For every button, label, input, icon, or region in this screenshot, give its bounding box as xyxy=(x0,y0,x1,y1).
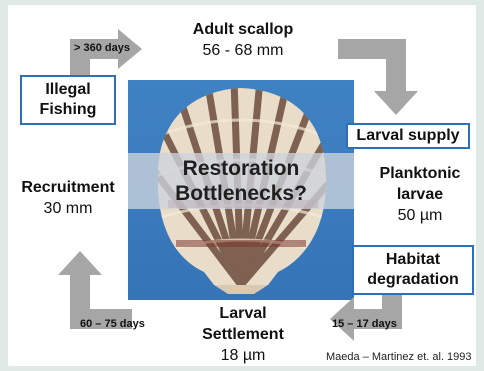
slide: Restoration Bottlenecks? > 360 days 60 –… xyxy=(8,5,476,366)
threat-habitat-line2: degradation xyxy=(367,270,459,290)
duration-top: > 360 days xyxy=(74,42,130,54)
arrow-top-right xyxy=(338,39,418,115)
threat-larval-supply-label: Larval supply xyxy=(356,126,459,146)
stage-adult-size: 56 - 68 mm xyxy=(158,40,328,61)
stage-recruitment: Recruitment 30 mm xyxy=(8,177,128,219)
threat-larval-supply: Larval supply xyxy=(346,123,470,149)
threat-habitat-line1: Habitat xyxy=(386,250,440,270)
stage-planktonic: Planktonic larvae 50 µm xyxy=(364,163,476,226)
stage-planktonic-line2: larvae xyxy=(364,184,476,205)
stage-settlement-line1: Larval xyxy=(168,303,318,324)
stage-adult-title: Adult scallop xyxy=(158,19,328,40)
duration-bottom-left: 60 – 75 days xyxy=(80,318,145,330)
threat-habitat-degradation: Habitat degradation xyxy=(352,245,474,295)
stage-recruitment-title: Recruitment xyxy=(8,177,128,198)
stage-recruitment-size: 30 mm xyxy=(8,198,128,219)
threat-illegal-line2: Fishing xyxy=(40,100,97,120)
threat-illegal-fishing: Illegal Fishing xyxy=(20,75,116,125)
duration-bottom-right: 15 – 17 days xyxy=(332,318,397,330)
stage-settlement-line2: Settlement xyxy=(168,324,318,345)
stage-planktonic-line1: Planktonic xyxy=(364,163,476,184)
stage-planktonic-size: 50 µm xyxy=(364,205,476,226)
stage-settlement-size: 18 µm xyxy=(168,345,318,366)
stage-settlement: Larval Settlement 18 µm xyxy=(168,303,318,366)
citation: Maeda – Martinez et. al. 1993 xyxy=(326,351,472,363)
arrow-bottom-right xyxy=(330,287,402,341)
stage-adult: Adult scallop 56 - 68 mm xyxy=(158,19,328,61)
threat-illegal-line1: Illegal xyxy=(45,80,90,100)
